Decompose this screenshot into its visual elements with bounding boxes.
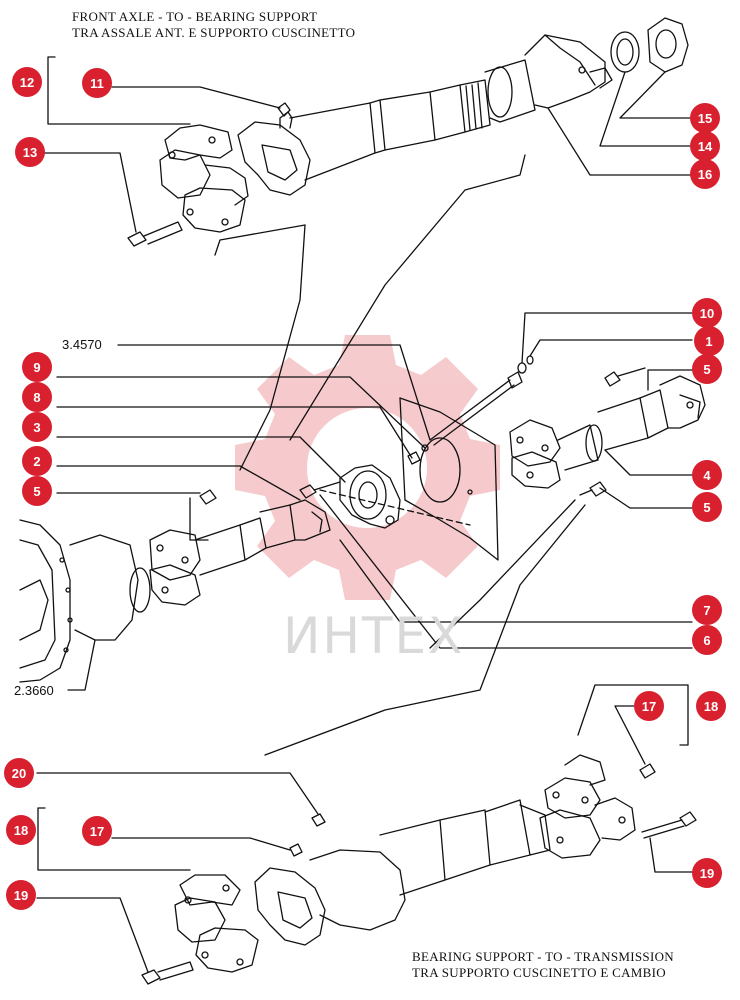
- watermark-gear-icon: [235, 335, 500, 600]
- callout-18-left: 18: [6, 815, 36, 845]
- caption-bottom-line2: TRA SUPPORTO CUSCINETTO E CAMBIO: [412, 965, 666, 980]
- callout-13: 13: [15, 137, 45, 167]
- caption-top-line1: FRONT AXLE - TO - BEARING SUPPORT: [72, 9, 318, 24]
- callout-17-left: 17: [82, 816, 112, 846]
- top-shaft-assembly: [47, 17, 689, 471]
- callout-5-right: 5: [692, 492, 722, 522]
- callout-6: 6: [692, 625, 722, 655]
- middle-left-shaft: [19, 499, 331, 683]
- top-leader-lines: [44, 71, 693, 233]
- callout-3: 3: [22, 412, 52, 442]
- callout-16: 16: [690, 159, 720, 189]
- callout-20: 20: [4, 758, 34, 788]
- callout-1: 1: [694, 326, 724, 356]
- middle-leader-lines: [56, 312, 693, 691]
- callout-19-left: 19: [6, 880, 36, 910]
- callout-12: 12: [12, 67, 42, 97]
- callout-7: 7: [692, 595, 722, 625]
- watermark-text: ИНТЕХ: [283, 607, 465, 665]
- bottom-shaft-assembly: [37, 684, 697, 985]
- bearing-support-assembly: [189, 355, 534, 561]
- callout-15: 15: [690, 103, 720, 133]
- callout-5-top: 5: [692, 354, 722, 384]
- callout-2: 2: [22, 446, 52, 476]
- caption-top-line2: TRA ASSALE ANT. E SUPPORTO CUSCINETTO: [72, 25, 356, 40]
- callout-10: 10: [692, 298, 722, 328]
- reference-2-3660: 2.3660: [14, 683, 54, 698]
- callout-9: 9: [22, 352, 52, 382]
- callout-17-right: 17: [634, 691, 664, 721]
- middle-right-shaft: [264, 367, 706, 756]
- caption-bottom-line1: BEARING SUPPORT - TO - TRANSMISSION: [412, 949, 674, 964]
- callout-4: 4: [692, 460, 722, 490]
- reference-3-4570: 3.4570: [62, 337, 102, 352]
- callout-19-right: 19: [692, 858, 722, 888]
- callout-8: 8: [22, 382, 52, 412]
- callout-14: 14: [690, 131, 720, 161]
- callout-5-left: 5: [22, 476, 52, 506]
- callout-18-right: 18: [696, 691, 726, 721]
- callout-11: 11: [82, 68, 112, 98]
- bottom-leader-lines: [36, 705, 693, 973]
